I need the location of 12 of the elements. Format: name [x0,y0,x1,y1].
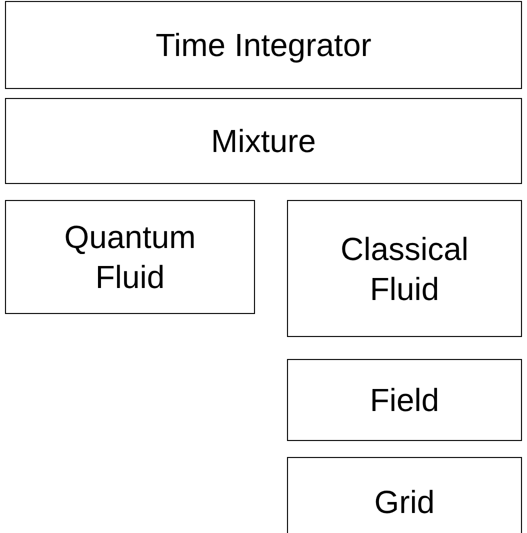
layer-label: Field [370,381,440,420]
layer-label: Classical Fluid [339,230,470,308]
layer-box [287,200,522,337]
layer-label: Grid [374,483,435,522]
layer-label: Time Integrator [156,26,372,65]
layer-label: Quantum Fluid [63,218,197,297]
layer-box [5,98,522,184]
layer-box [287,457,522,533]
layer-box [5,200,255,314]
layer-label: Mixture [211,122,316,161]
layer-box [287,359,522,441]
layer-box [5,1,522,89]
